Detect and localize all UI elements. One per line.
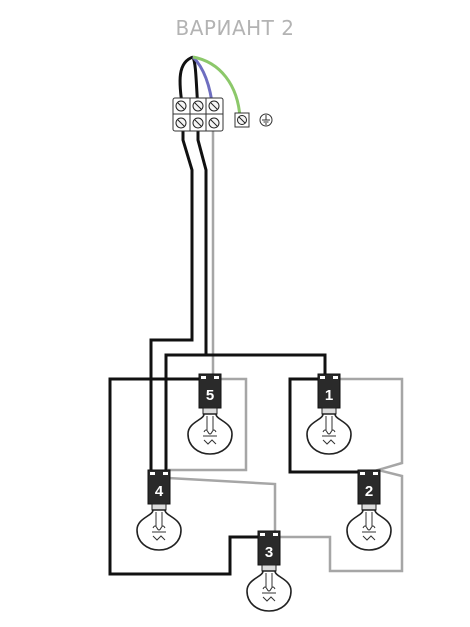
terminal-block-icon [172, 97, 224, 132]
lamp-4-label: 4 [155, 483, 164, 500]
lamp-3: 3 [246, 530, 292, 612]
ground-icon [259, 113, 273, 127]
lamp-1-label: 1 [325, 387, 333, 404]
lamp-1: 1 [306, 373, 352, 455]
lamp-2: 2 [346, 469, 392, 551]
lamp-3-label: 3 [265, 544, 273, 561]
ground-wire [192, 55, 242, 119]
ground-terminal [234, 112, 250, 128]
lamp-2-label: 2 [365, 483, 373, 500]
lamp-4: 4 [136, 469, 182, 551]
lamp-5: 5 [187, 373, 233, 455]
lamp-5-label: 5 [206, 387, 214, 404]
diagram-title: ВАРИАНТ 2 [176, 16, 295, 40]
